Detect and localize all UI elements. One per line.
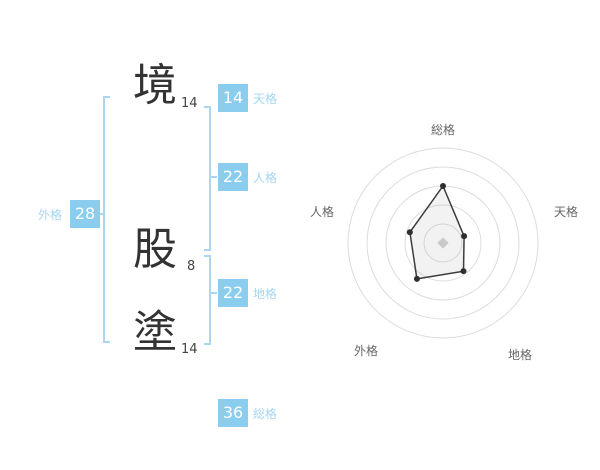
radar-chart — [347, 147, 539, 339]
jinkaku-badge: 22 — [218, 163, 248, 191]
stroke-count-3: 14 — [181, 342, 198, 357]
gaikaku-label: 外格 — [38, 208, 63, 222]
jinkaku-bracket — [204, 106, 211, 251]
chikaku-bracket-stub — [211, 292, 217, 294]
tenkaku-badge: 14 — [218, 84, 248, 112]
radar-label-soukaku: 総格 — [430, 123, 456, 137]
jinkaku-label: 人格 — [253, 171, 278, 185]
name-character-2: 股 — [133, 224, 177, 275]
name-character-1: 境 — [133, 60, 177, 111]
chikaku-badge: 22 — [218, 279, 248, 307]
name-character-3: 塗 — [133, 307, 177, 358]
jinkaku-bracket-stub — [211, 176, 217, 178]
stroke-count-1: 14 — [181, 96, 198, 111]
soukaku-badge: 36 — [218, 399, 248, 427]
radar-label-gaikaku: 外格 — [353, 344, 379, 358]
gaikaku-bracket-stub — [97, 213, 104, 215]
chikaku-label: 地格 — [253, 287, 278, 301]
gaikaku-badge: 28 — [70, 200, 100, 228]
stroke-count-2: 8 — [187, 259, 196, 274]
gaikaku-bracket — [103, 96, 110, 343]
chikaku-bracket — [204, 255, 211, 345]
radar-label-chikaku: 地格 — [507, 348, 533, 362]
radar-label-jinkaku: 人格 — [309, 205, 335, 219]
tenkaku-label: 天格 — [253, 92, 278, 106]
soukaku-label: 総格 — [253, 407, 278, 421]
radar-label-tenkaku: 天格 — [553, 205, 579, 219]
